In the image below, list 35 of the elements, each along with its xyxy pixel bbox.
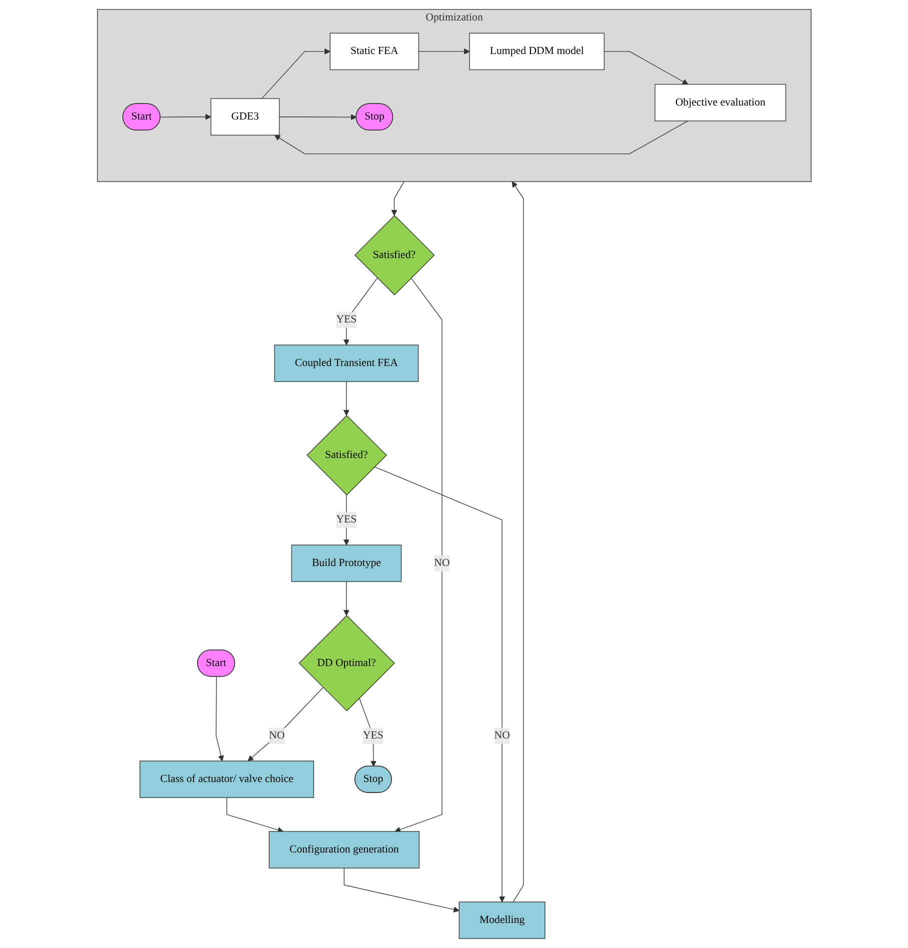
edge-label: YES (336, 314, 356, 326)
node-box: Configuration generation (268, 831, 420, 868)
arrow (512, 181, 524, 902)
arrow (274, 120, 688, 154)
arrow (226, 797, 284, 833)
arrow (215, 676, 224, 762)
arrow (343, 581, 350, 616)
arrow (604, 51, 688, 85)
arrow (390, 181, 404, 216)
arrow (374, 466, 505, 902)
node-diamond: Satisfied? (354, 214, 434, 296)
arrow (247, 687, 324, 762)
node-box: Modelling (458, 902, 546, 939)
node-box: Build Prototype (291, 544, 402, 582)
node-box: Lumped DDM model (468, 32, 604, 70)
node-diamond: Satisfied? (306, 415, 387, 496)
node-box: Class of actuator/ valve choice (139, 760, 314, 798)
node-box: Objective evaluation (654, 84, 786, 122)
arrow (278, 114, 356, 120)
arrow (344, 868, 460, 912)
arrow (343, 381, 350, 416)
edge-label: NO (434, 557, 450, 569)
arrow (160, 114, 211, 120)
arrow (343, 278, 378, 346)
edge-label: YES (336, 514, 356, 526)
node-box: GDE3 (210, 98, 280, 136)
arrow (418, 48, 470, 54)
edge-label: NO (494, 730, 510, 742)
arrow (394, 278, 442, 832)
edge-label: NO (268, 730, 284, 742)
node-diamond: DD Optimal? (298, 615, 395, 712)
edge-label: YES (362, 730, 384, 742)
node-box: Static FEA (330, 32, 419, 70)
arrow (261, 48, 330, 99)
node-box: Coupled Transient FEA (274, 344, 418, 382)
